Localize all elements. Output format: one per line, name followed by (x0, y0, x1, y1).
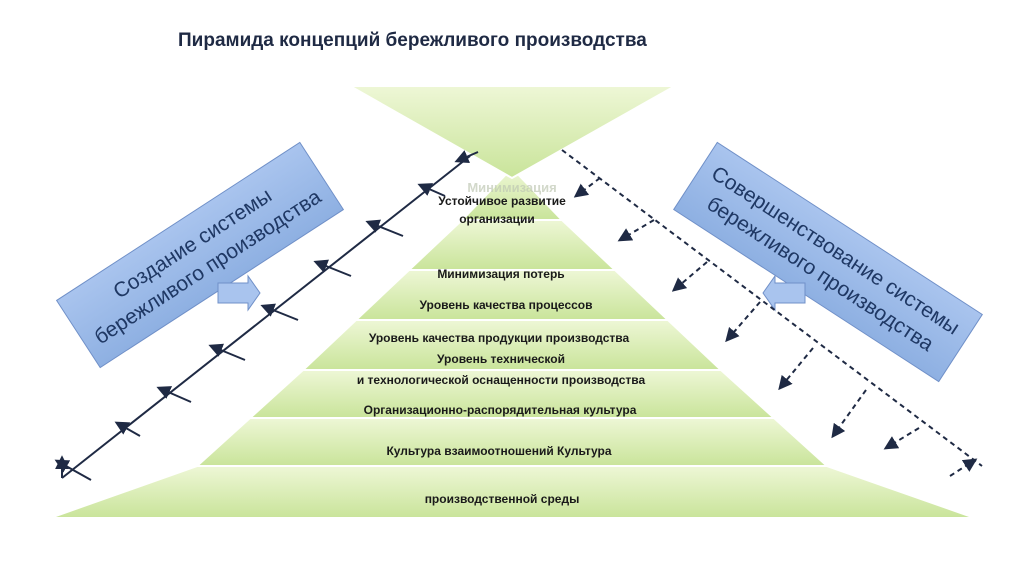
level-1-line2: организации (459, 212, 535, 226)
level-5-line2: и технологической оснащенности производс… (357, 373, 646, 387)
slide-title: Пирамида концепций бережливого производс… (178, 30, 647, 51)
right-arrow-4 (725, 301, 761, 343)
level-1-line1: Устойчивое развитие (438, 194, 566, 208)
level-3-label: Уровень качества процессов (419, 298, 592, 312)
inverted-top-triangle (346, 85, 679, 180)
band-6 (194, 417, 830, 467)
level-2-label: Минимизация потерь (437, 267, 564, 281)
left-box-pointer (217, 274, 261, 312)
right-arrow-3 (671, 261, 708, 292)
left-arrow-5 (260, 303, 299, 321)
right-arrow-6 (831, 389, 867, 439)
left-arrow-1 (54, 459, 92, 481)
left-arrow-4 (208, 343, 246, 361)
pyramid-bands (49, 166, 976, 519)
left-arrow-7 (365, 219, 404, 237)
right-concept-box: Совершенствование системы бережливого пр… (673, 141, 983, 383)
left-arrow-8 (417, 183, 446, 197)
left-arrow-9 (454, 150, 479, 164)
left-concept-box: Создание системы бережливого производств… (55, 141, 345, 369)
right-box-pointer (762, 274, 806, 312)
right-arrow-2 (617, 219, 655, 242)
left-arrow-6 (313, 259, 352, 277)
top-triangle-ghost-label: Минимизация (467, 180, 556, 195)
right-descending-arrows (561, 149, 983, 477)
right-rail-line (561, 149, 983, 467)
level-5-line1: Уровень технической (437, 352, 565, 366)
right-arrow-1 (573, 177, 601, 198)
right-arrow-5 (778, 347, 814, 391)
level-8-label: производственной среды (425, 492, 580, 506)
left-ascending-arrows (54, 150, 479, 481)
left-arrow-2 (114, 421, 141, 437)
right-arrow-7 (883, 427, 920, 450)
level-7-label: Культура взаимоотношений Культура (386, 444, 611, 458)
right-arrow-8 (949, 458, 978, 477)
band-2 (406, 219, 618, 271)
level-4-label: Уровень качества продукции производства (369, 331, 630, 345)
band-7 (49, 465, 976, 519)
left-arrow-3 (156, 386, 192, 403)
level-6-label: Организационно-распорядительная культура (364, 403, 637, 417)
